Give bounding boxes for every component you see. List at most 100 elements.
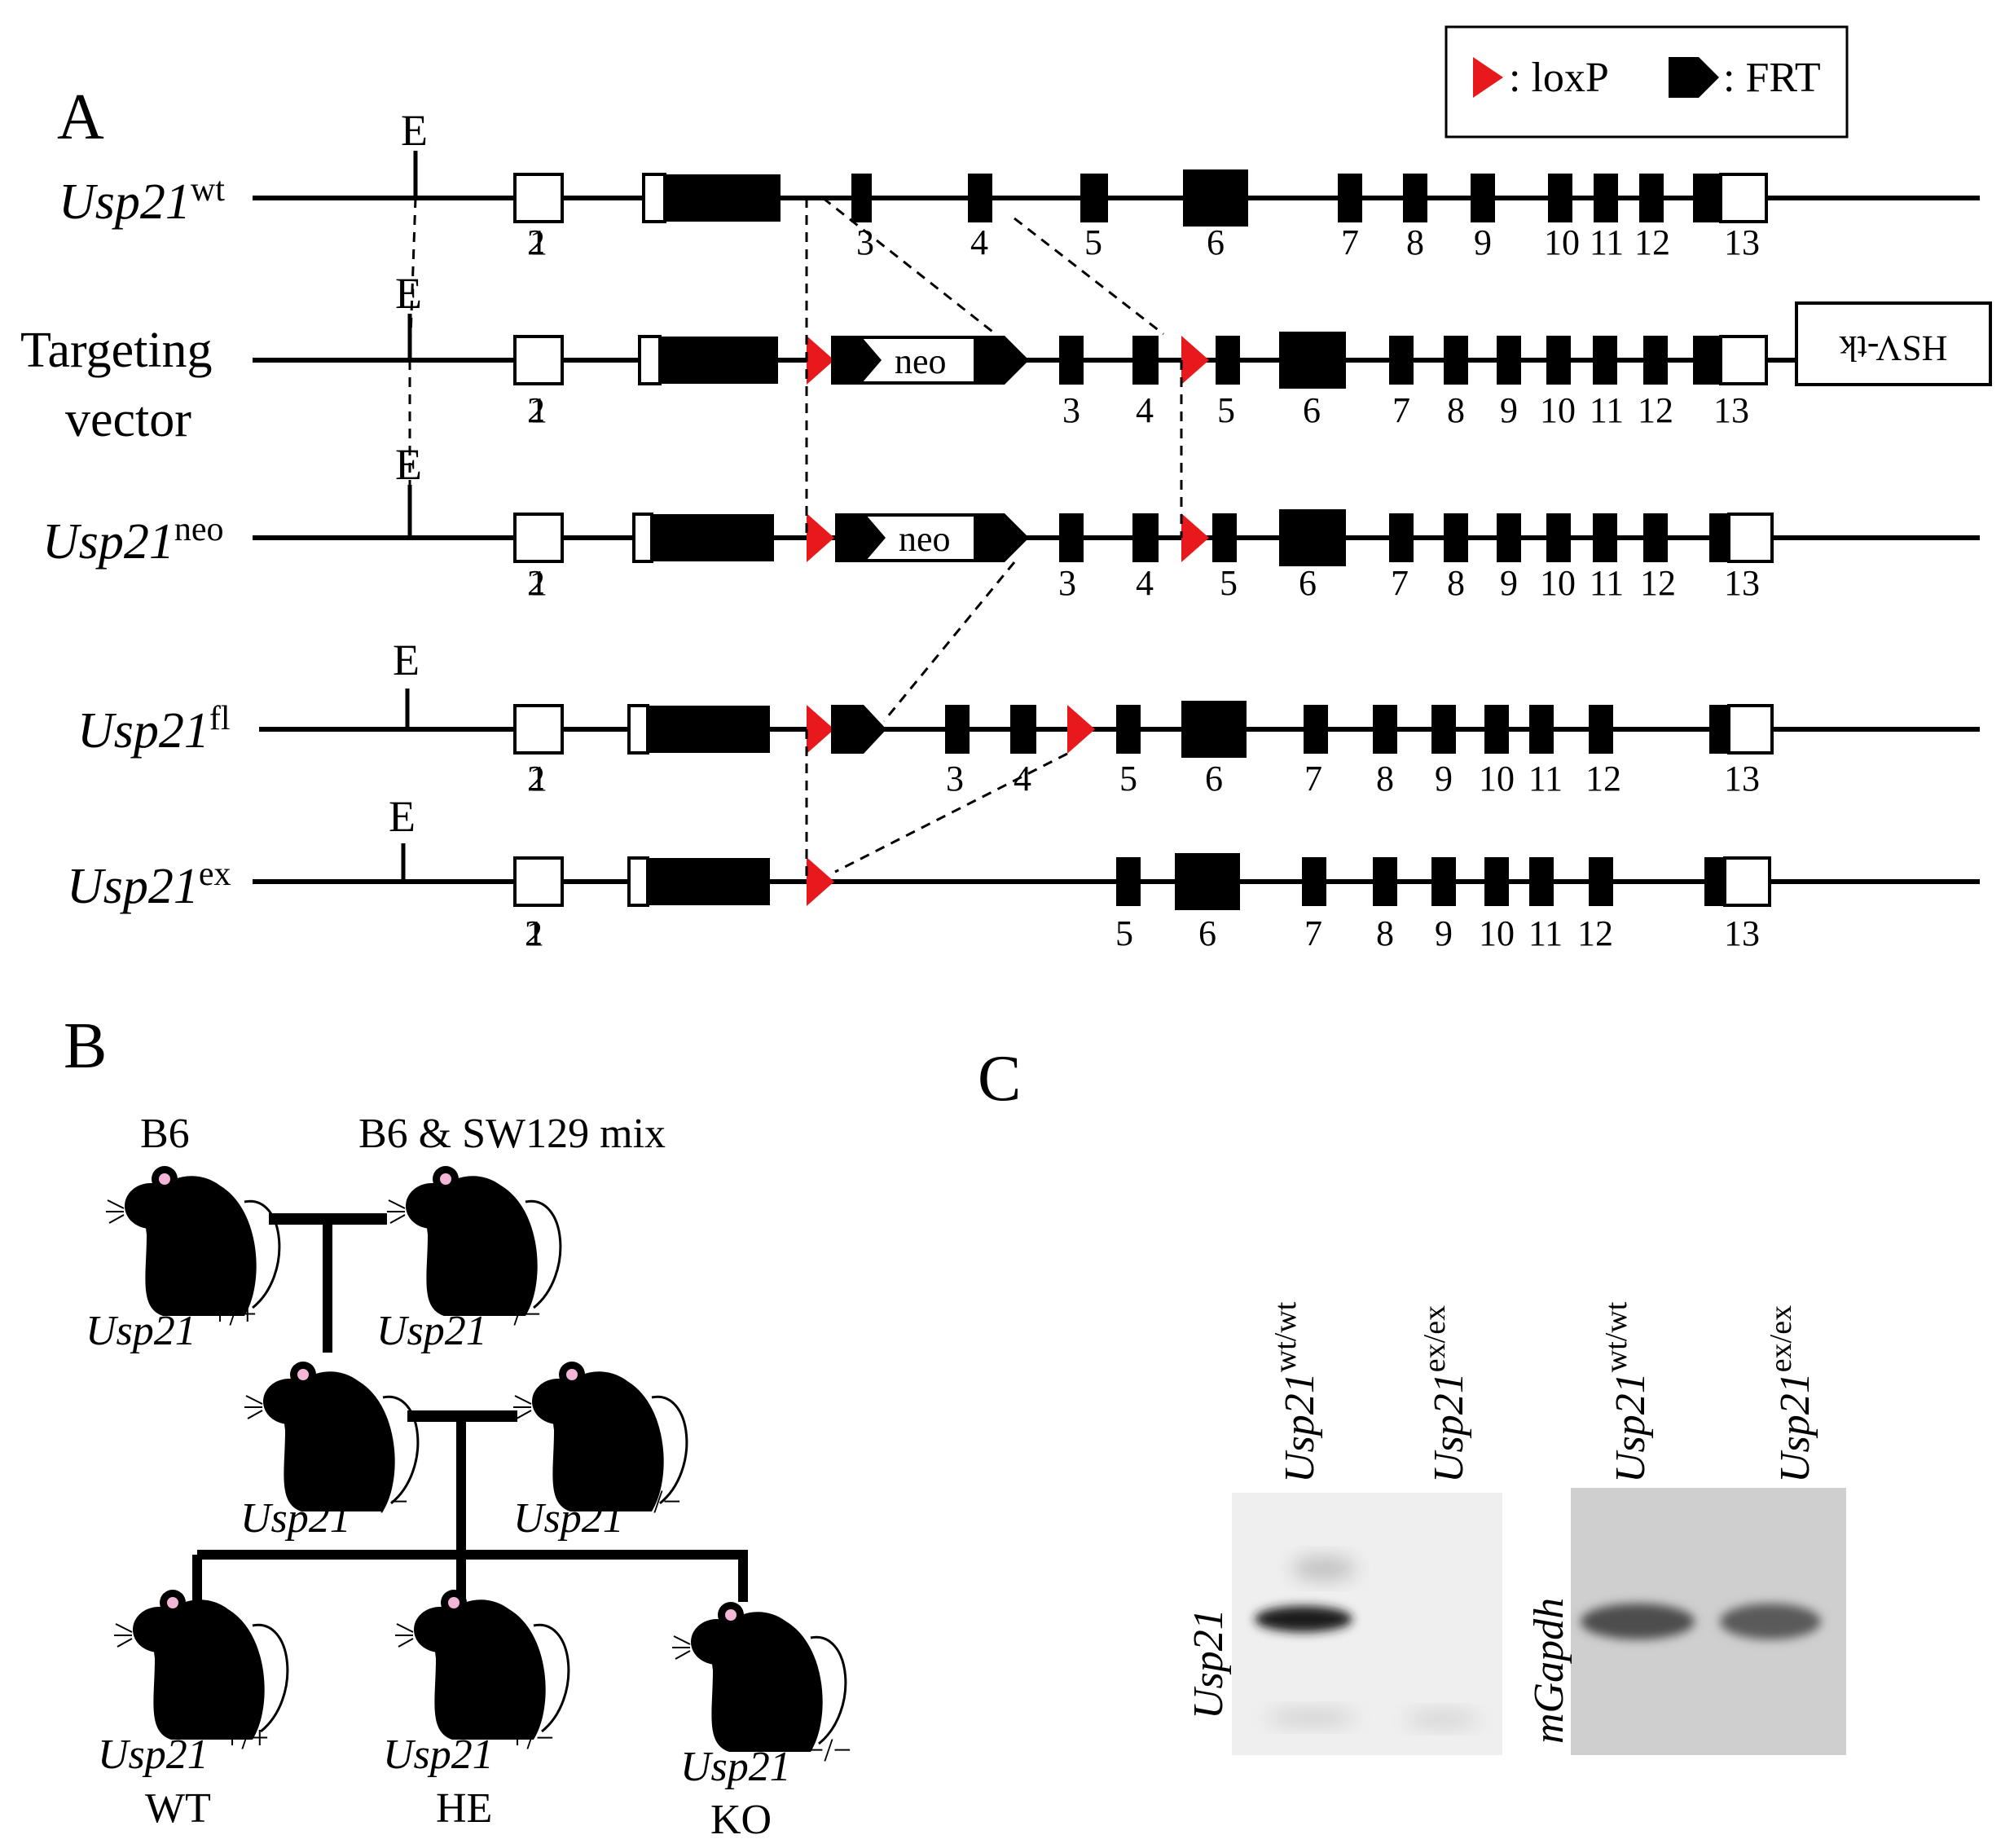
frt-site-right <box>974 336 1029 385</box>
exon-number-label: 11 <box>1590 563 1624 603</box>
mouse-f2-he <box>395 1590 570 1740</box>
exon-number-label: 7 <box>1391 563 1409 603</box>
exon-1-box <box>513 335 564 385</box>
genotype-f2-he-allele: +/− <box>508 1719 554 1756</box>
mouse-parent-mix <box>387 1166 562 1316</box>
row-label-wt: Usp21wt <box>59 171 225 230</box>
exon-13-utr-box <box>1727 513 1774 563</box>
gel-lane-mgapdh-ex: Usp21ex/ex <box>1764 1305 1818 1483</box>
dashed-guides <box>408 196 1183 882</box>
gel-lane-mgapdh-wt-sup: wt/wt <box>1599 1301 1634 1372</box>
exon-number-label: 3 <box>1062 390 1080 430</box>
loxp-site <box>807 705 834 754</box>
mouse-ear-inner <box>159 1173 170 1185</box>
exon-box <box>1704 857 1725 906</box>
exon-box <box>968 174 992 222</box>
row-label-neo-sup: neo <box>174 511 224 548</box>
mouse-parent-b6 <box>106 1166 281 1316</box>
exon-number-label: 13 <box>1713 390 1749 430</box>
exon-box <box>1059 336 1084 385</box>
hsv-tk-box <box>1795 301 1992 386</box>
exon-number-label: 12 <box>1585 759 1621 799</box>
exon-box <box>1593 513 1617 562</box>
row-label-wt-sup: wt <box>191 171 225 209</box>
exon-box <box>1546 513 1571 562</box>
gel-mgapdh-label: mGapdh <box>1526 1598 1572 1744</box>
genotype-f1-left-gene: Usp21 <box>240 1495 351 1542</box>
exon-number-label: 3 <box>946 759 964 799</box>
strain-mix-label: B6 & SW129 mix <box>358 1111 666 1157</box>
exon-number-label: 1 <box>526 913 544 953</box>
frt-site <box>831 705 886 754</box>
exon-number-label: 10 <box>1479 759 1515 799</box>
exon-number-label: 11 <box>1528 759 1563 799</box>
genotype-f1-right-gene: Usp21 <box>513 1495 624 1542</box>
genotype-f1-left-allele: +/− <box>363 1483 408 1520</box>
genotype-f2-ko-gene: Usp21 <box>680 1744 791 1790</box>
exon-1-box <box>513 513 564 563</box>
exon-number-label: 3 <box>856 222 874 262</box>
exon-number-label: 6 <box>1303 390 1321 430</box>
genotype-p2-gene: Usp21 <box>376 1308 487 1354</box>
mouse-tail <box>533 1623 570 1733</box>
mouse-whiskers <box>387 1199 406 1224</box>
exon-box <box>1181 701 1247 758</box>
exon-box <box>1132 336 1159 385</box>
exon-box <box>1389 336 1414 385</box>
genotype-p2: Usp21−/− <box>376 1296 541 1354</box>
mouse-head <box>263 1379 315 1424</box>
exon-2-utr-box <box>638 335 662 385</box>
mouse-head <box>406 1183 458 1229</box>
exon-number-label: 8 <box>1376 913 1394 953</box>
panel-letter-a: A <box>57 81 104 153</box>
group-label-he: HE <box>436 1785 492 1832</box>
gel-lane-usp21-wt-gene: Usp21 <box>1277 1372 1323 1483</box>
neo-label: neo <box>895 341 947 381</box>
genotype-f2-ko-allele: −/− <box>806 1731 851 1768</box>
exon-13-utr-box <box>1719 335 1768 385</box>
exon-2-box <box>660 337 778 384</box>
row-label-targeting-line2: vector <box>65 392 191 447</box>
row-label-ex-gene: Usp21 <box>67 859 199 914</box>
exon-box <box>1484 705 1509 754</box>
exon-2-utr-box <box>627 856 649 907</box>
gel-lane-mgapdh-ex-gene: Usp21 <box>1772 1372 1818 1483</box>
exon-number-label: 12 <box>1634 222 1670 262</box>
ecori-site-label: E <box>395 269 422 318</box>
genotype-f1-right: Usp21+/− <box>513 1483 681 1542</box>
row-label-wt-gene: Usp21 <box>59 174 191 230</box>
exon-number-label: 7 <box>1341 222 1359 262</box>
exon-number-label: 10 <box>1544 222 1580 262</box>
exon-number-label: 7 <box>1304 913 1322 953</box>
exon-box <box>1693 336 1721 385</box>
mouse-head <box>133 1607 185 1652</box>
mouse-head <box>125 1183 177 1229</box>
exon-box <box>1709 513 1729 562</box>
dashed-guide-line <box>822 196 996 336</box>
mouse-head <box>532 1379 584 1424</box>
exon-13-utr-box <box>1727 704 1774 755</box>
strain-b6-label: B6 <box>140 1111 190 1157</box>
exon-box <box>1389 513 1414 562</box>
genotype-p1-gene: Usp21 <box>86 1308 196 1354</box>
panel-letter-b: B <box>64 1010 107 1082</box>
row-label-ex: Usp21ex <box>67 856 231 914</box>
genotype-p2-allele: −/− <box>495 1296 541 1332</box>
loxp-site <box>1067 705 1095 754</box>
gel-lane-usp21-wt: Usp21wt/wt <box>1269 1301 1323 1483</box>
legend-loxp-label: : loxP <box>1509 55 1609 101</box>
exon-number-label: 5 <box>1119 759 1137 799</box>
exon-13-utr-box <box>1719 173 1768 223</box>
exon-2-utr-box <box>627 704 649 755</box>
mouse-f1-right <box>513 1362 688 1511</box>
exon-number-label: 12 <box>1640 563 1676 603</box>
mouse-tail <box>382 1395 420 1505</box>
exon-box <box>1693 174 1721 222</box>
exon-number-label: 1 <box>530 222 547 262</box>
exon-box <box>1471 174 1495 222</box>
loxp-site <box>807 336 834 385</box>
genotype-f2-wt-gene: Usp21 <box>98 1731 209 1778</box>
ecori-site-label: E <box>393 636 420 684</box>
loxp-site <box>807 513 834 562</box>
